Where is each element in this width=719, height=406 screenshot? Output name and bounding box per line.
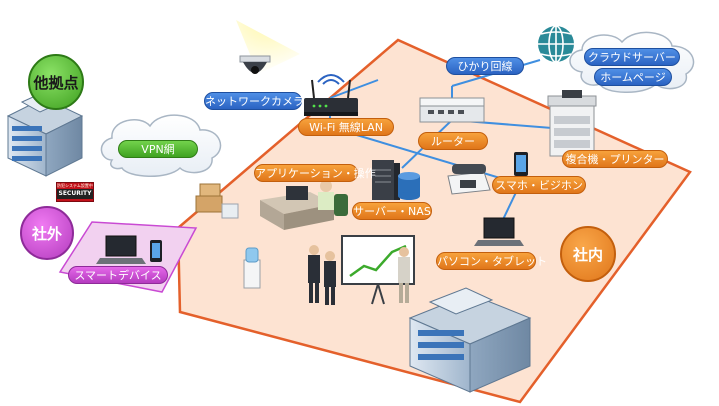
app-ops-label: アプリケーション・操作 [254, 164, 376, 182]
outside-laptop-icon [96, 235, 146, 264]
inside-label: 社内 [572, 245, 603, 264]
wifi-label: Wi-Fi 無線LAN [298, 118, 394, 136]
laptop-icon [474, 217, 524, 246]
other-site-label: 他拠点 [33, 73, 79, 92]
server-icon [372, 160, 400, 200]
globe-icon [538, 25, 574, 63]
camera-light-beam [236, 20, 300, 74]
server-nas-label: サーバー・NAS [352, 202, 432, 220]
smart-device-label: スマートデバイス [68, 266, 168, 284]
wifi-router-icon [304, 74, 358, 116]
inside-badge: 社内 [560, 226, 616, 282]
network-camera-icon [239, 55, 271, 74]
outside-label: 社外 [31, 224, 62, 243]
cloud-server-label: クラウドサーバー [584, 48, 680, 66]
water-server-icon [243, 247, 261, 289]
office-desk-scene [260, 180, 348, 230]
fiber-label: ひかり回線 [446, 57, 524, 75]
outside-badge: 社外 [20, 206, 74, 260]
nas-disk-icon [398, 172, 420, 200]
smartphone-icon [514, 152, 528, 176]
storage-boxes [195, 183, 239, 219]
other-site-badge: 他拠点 [28, 54, 84, 110]
business-phone-icon [447, 164, 491, 195]
network-camera-label: ネットワークカメラ [204, 92, 304, 110]
mfp-label: 複合機・プリンター [562, 150, 668, 168]
head-office-building [408, 287, 532, 393]
router-icon [419, 97, 485, 123]
mfp-printer-icon [547, 90, 597, 157]
vpn-label: VPN網 [118, 140, 198, 158]
pc-tablet-label: パソコン・タブレット [436, 252, 547, 270]
security-sign-main-text: SECURITY [57, 189, 93, 199]
security-sign-top-text: 防犯システム設置中 [57, 183, 93, 188]
homepage-label: ホームページ [594, 68, 672, 86]
presenter-people [308, 245, 410, 305]
security-sign: 防犯システム設置中 SECURITY [56, 182, 94, 202]
smartphone-bizphone-label: スマホ・ビジホン [492, 176, 586, 194]
outside-phone-icon [150, 240, 162, 262]
router-label: ルーター [418, 132, 488, 150]
